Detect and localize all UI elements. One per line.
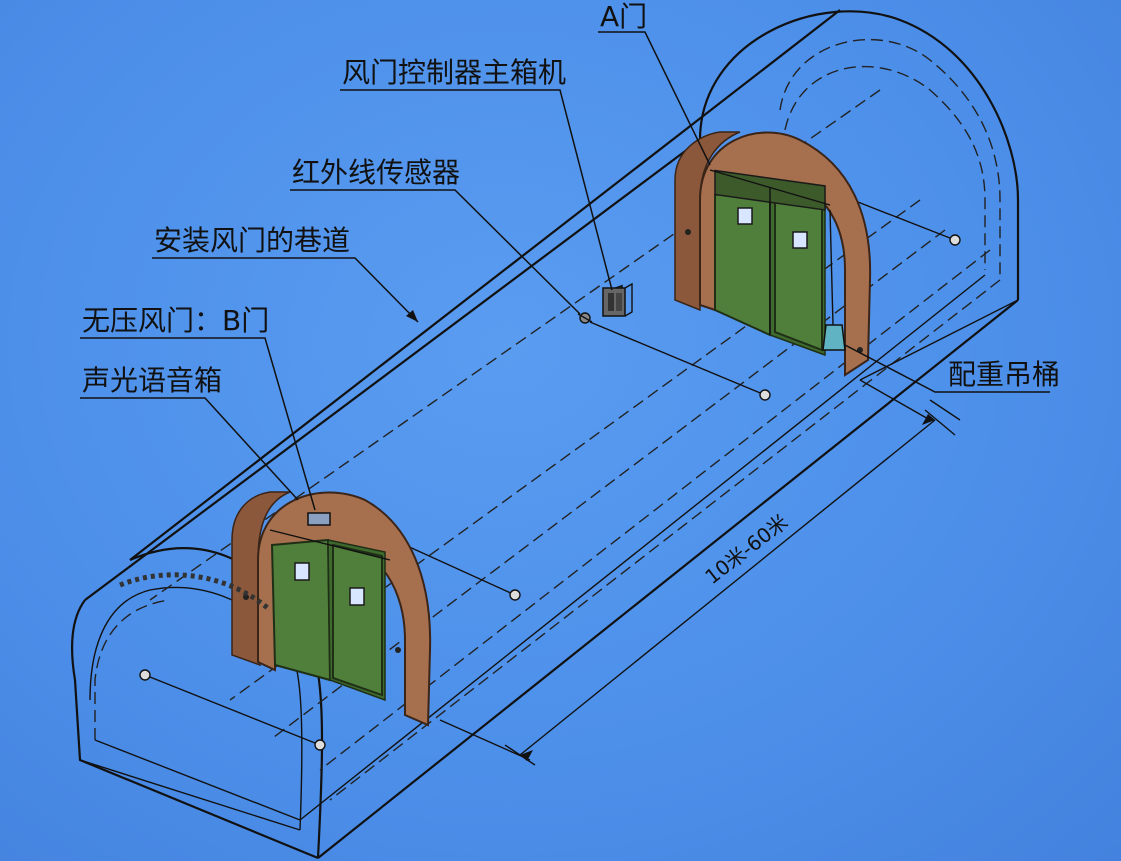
door-a [674, 131, 872, 377]
labels: A门 风门控制器主箱机 红外线传感器 安装风门的巷道 无压风门：B门 声光语音箱… [82, 0, 1060, 397]
arch-markings [119, 572, 272, 612]
controller-box [602, 282, 633, 317]
distance-label: 10米-60米 [700, 510, 792, 589]
counterweight-bucket-icon [822, 324, 846, 351]
label-counterweight: 配重吊桶 [948, 358, 1060, 391]
speaker-box-icon [307, 512, 331, 526]
distance-dimension: 10米-60米 [439, 379, 956, 766]
label-door-a: A门 [600, 0, 647, 33]
sensor-wires [139, 194, 961, 751]
label-infrared-sensor: 红外线传感器 [292, 156, 460, 189]
label-tunnel: 安装风门的巷道 [154, 224, 350, 257]
label-controller: 风门控制器主箱机 [342, 56, 566, 89]
label-speaker: 声光语音箱 [82, 364, 222, 397]
door-b [231, 491, 432, 727]
leader-lines [80, 31, 1050, 511]
label-door-b: 无压风门：B门 [82, 304, 269, 337]
tunnel-outline [70, 9, 1020, 860]
